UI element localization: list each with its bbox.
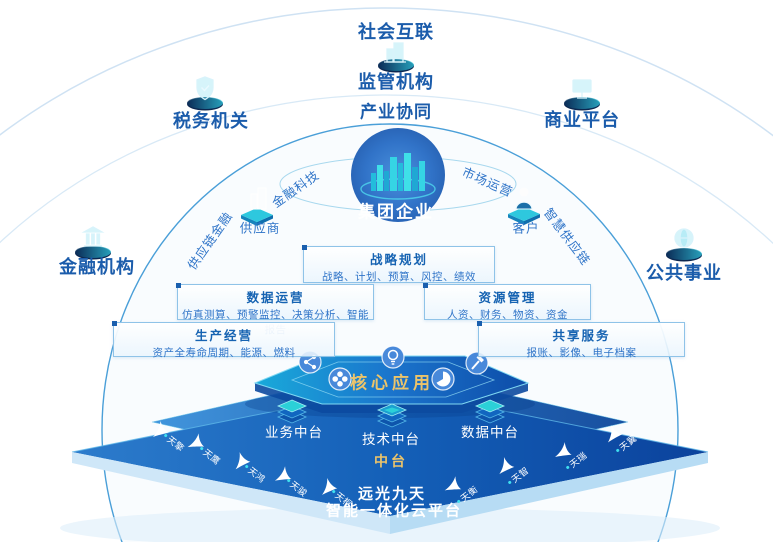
label-public-utility: 公共事业 xyxy=(646,263,722,283)
brand-line1: 远光九天 xyxy=(357,485,427,503)
product-logo-icon xyxy=(499,457,515,475)
outer-arc xyxy=(0,7,773,137)
label-data-platform: 数据中台 xyxy=(461,425,519,440)
label-supplier: 供应商 xyxy=(239,221,281,236)
hexagon-inner-line xyxy=(290,361,496,398)
fan-icon xyxy=(328,367,352,391)
finance-bank-icon xyxy=(75,226,111,260)
box-items: 资产全寿命周期、能源、燃料 xyxy=(152,347,296,359)
box-resource-management: 资源管理 人资、财务、物资、资金 xyxy=(423,283,591,321)
label-core-apps: 核心应用 xyxy=(350,373,434,393)
pie-chart-icon xyxy=(431,367,455,391)
product-logo-icon xyxy=(187,433,205,448)
commerce-monitor-icon xyxy=(564,79,600,111)
group-enterprise-icon xyxy=(351,128,445,222)
label-social-interconnect: 社会互联 xyxy=(358,22,434,42)
regulator-building-icon xyxy=(378,42,414,73)
label-group-enterprise: 集团企业 xyxy=(358,202,434,222)
lightbulb-icon xyxy=(381,345,405,369)
label-middle-platform: 中台 xyxy=(374,453,408,469)
brand-line2: 智能一体化云平台 xyxy=(325,502,463,520)
box-title: 生产经营 xyxy=(194,329,253,343)
box-title: 战略规划 xyxy=(369,253,428,267)
public-utility-globe-icon xyxy=(666,228,702,262)
label-commerce-platform: 商业平台 xyxy=(544,110,620,130)
box-data-operations: 数据运营 仿真测算、预警监控、决策分析、智能报告 xyxy=(176,283,374,336)
box-production-operation: 生产经营 资产全寿命周期、能源、燃料 xyxy=(112,321,335,359)
label-regulator: 监管机构 xyxy=(358,72,434,92)
box-title: 共享服务 xyxy=(552,329,611,343)
product-logo-icon xyxy=(274,466,292,481)
hexagon-side xyxy=(255,383,528,413)
box-shared-services: 共享服务 报账、影像、电子档案 xyxy=(477,321,685,359)
label-tech-platform: 技术中台 xyxy=(362,432,420,447)
product-logo-icon xyxy=(555,442,572,457)
label-industry-collaboration: 产业协同 xyxy=(360,102,432,122)
business-platform-stack-icon xyxy=(276,399,308,424)
label-customer: 客户 xyxy=(512,221,540,236)
base-front-right xyxy=(390,452,708,534)
box-strategic-planning: 战略规划 战略、计划、预算、风控、绩效 xyxy=(302,245,495,283)
product-logo-icon xyxy=(607,425,623,443)
customer-person-icon xyxy=(508,187,540,225)
supplier-cube-icon xyxy=(241,187,273,226)
box-items: 人资、财务、物资、资金 xyxy=(447,309,568,321)
box-title: 数据运营 xyxy=(246,291,305,305)
tech-platform-stack-icon xyxy=(376,403,408,428)
box-items: 战略、计划、预算、风控、绩效 xyxy=(322,271,476,283)
tax-shield-icon xyxy=(187,76,223,111)
city-skyline xyxy=(371,153,425,191)
box-items: 报账、影像、电子档案 xyxy=(526,347,637,359)
product-logo-icon xyxy=(235,452,251,470)
second-arc xyxy=(0,94,773,245)
data-platform-stack-icon xyxy=(474,399,506,424)
box-title: 资源管理 xyxy=(478,291,537,305)
label-tax-authority: 税务机关 xyxy=(173,111,249,131)
label-business-platform: 业务中台 xyxy=(265,425,323,440)
product-logo-icon xyxy=(322,478,338,495)
base-front-left xyxy=(72,452,390,534)
product-logo-icon xyxy=(444,476,462,491)
label-financial-institution: 金融机构 xyxy=(59,257,135,277)
